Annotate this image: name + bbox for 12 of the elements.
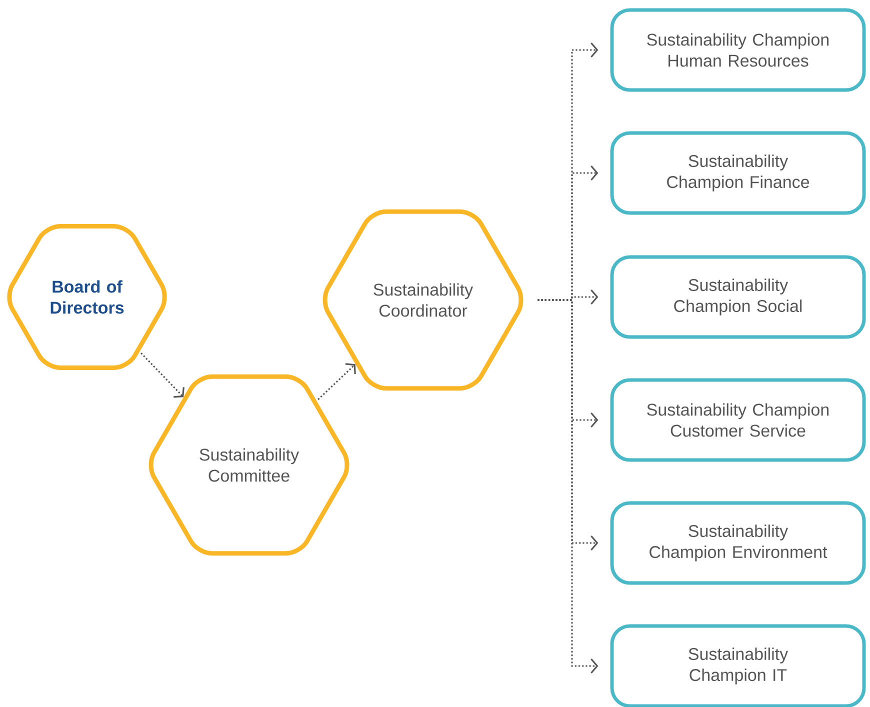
rounded-box: Sustainability Champion Environment [610, 501, 866, 585]
hexagon-node: Sustainability Coordinator [322, 209, 524, 391]
rounded-box: Sustainability Champion Finance [610, 131, 866, 215]
arrow [318, 363, 356, 400]
hexagon-node: Board of Directors [7, 224, 167, 370]
rounded-box: Sustainability Champion Human Resources [610, 8, 866, 92]
arrow [538, 299, 598, 674]
rounded-box: Sustainability Champion Social [610, 255, 866, 339]
rounded-box: Sustainability Champion Customer Service [610, 378, 866, 462]
hexagon-node: Sustainability Committee [148, 374, 350, 556]
rounded-box: Sustainability Champion IT [610, 624, 866, 707]
arrow [140, 352, 184, 398]
